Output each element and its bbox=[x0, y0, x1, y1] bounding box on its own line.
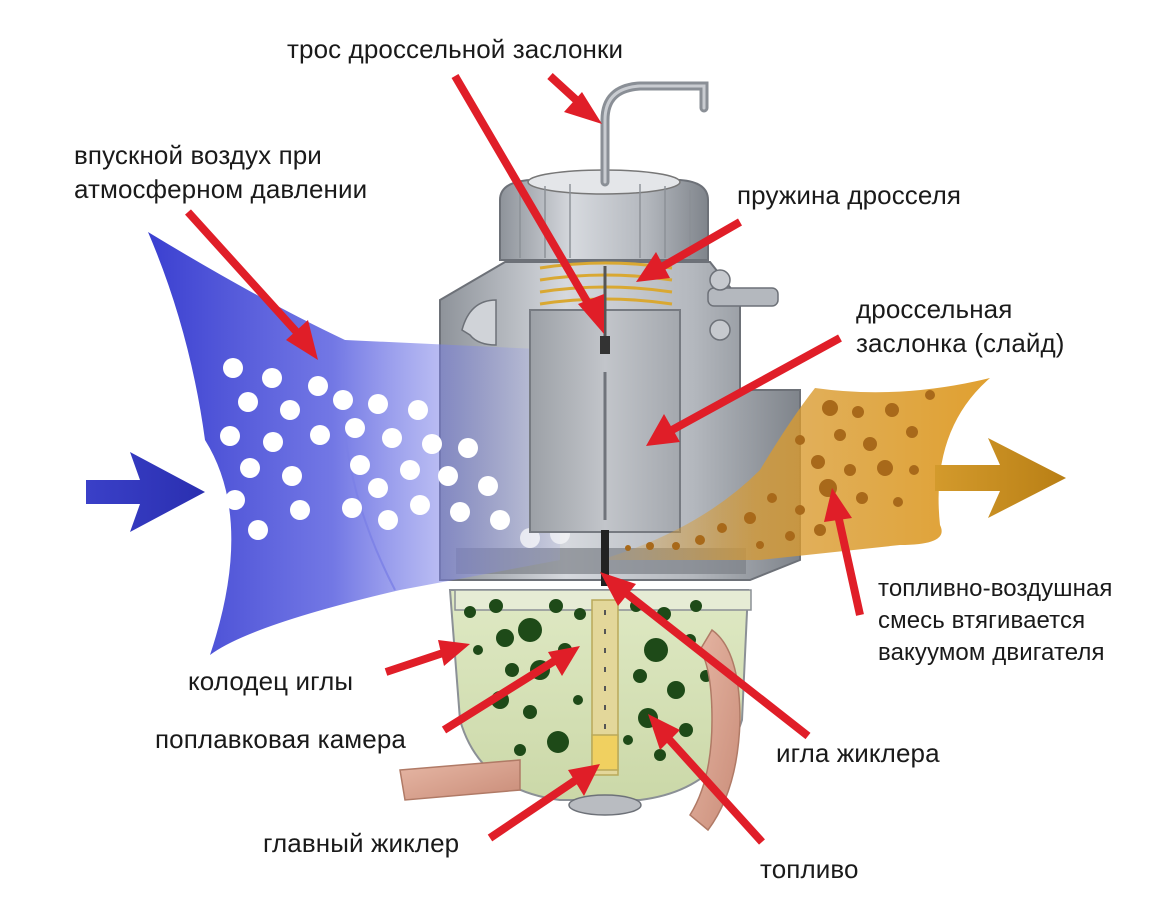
mixture-direction-arrow bbox=[935, 438, 1066, 518]
label-needle-well: колодец иглы bbox=[188, 666, 354, 696]
pointer-float-chamber bbox=[441, 646, 580, 734]
label-main-jet: главный жиклер bbox=[263, 828, 460, 858]
label-intake-air: впускной воздух при атмосферном давлении bbox=[74, 140, 368, 204]
pointer-throttle-cable-to-slide bbox=[451, 73, 604, 334]
mixture-droplets bbox=[625, 390, 935, 551]
throttle-cable bbox=[600, 81, 709, 187]
label-float-chamber: поплавковая камера bbox=[155, 724, 406, 754]
label-throttle-slide: дроссельная заслонка (слайд) bbox=[856, 294, 1065, 358]
label-throttle-spring: пружина дросселя bbox=[737, 180, 962, 210]
pointer-jet-needle bbox=[600, 572, 811, 740]
label-jet-needle: игла жиклера bbox=[776, 738, 940, 768]
mixture-flow bbox=[600, 378, 990, 560]
intake-air-flow bbox=[148, 232, 560, 655]
pointer-throttle-slide bbox=[646, 334, 842, 446]
intake-direction-arrow bbox=[86, 452, 205, 532]
pointer-throttle-spring bbox=[636, 218, 742, 282]
pointer-mixture bbox=[824, 488, 864, 616]
label-fuel: топливо bbox=[760, 854, 859, 884]
pointer-fuel bbox=[648, 714, 765, 845]
pointer-needle-well bbox=[384, 640, 470, 676]
pointer-main-jet bbox=[487, 764, 600, 842]
throttle-slide bbox=[529, 266, 681, 533]
label-mixture: топливно-воздушная смесь втягивается вак… bbox=[878, 575, 1113, 666]
pointer-arrows bbox=[185, 73, 864, 845]
pointer-intake-air bbox=[185, 209, 318, 360]
pointer-throttle-cable-to-cable bbox=[547, 73, 602, 124]
label-throttle-cable: трос дроссельной заслонки bbox=[287, 34, 624, 64]
air-bubbles bbox=[220, 358, 570, 548]
fuel-inlet-pipe-left bbox=[399, 759, 521, 801]
